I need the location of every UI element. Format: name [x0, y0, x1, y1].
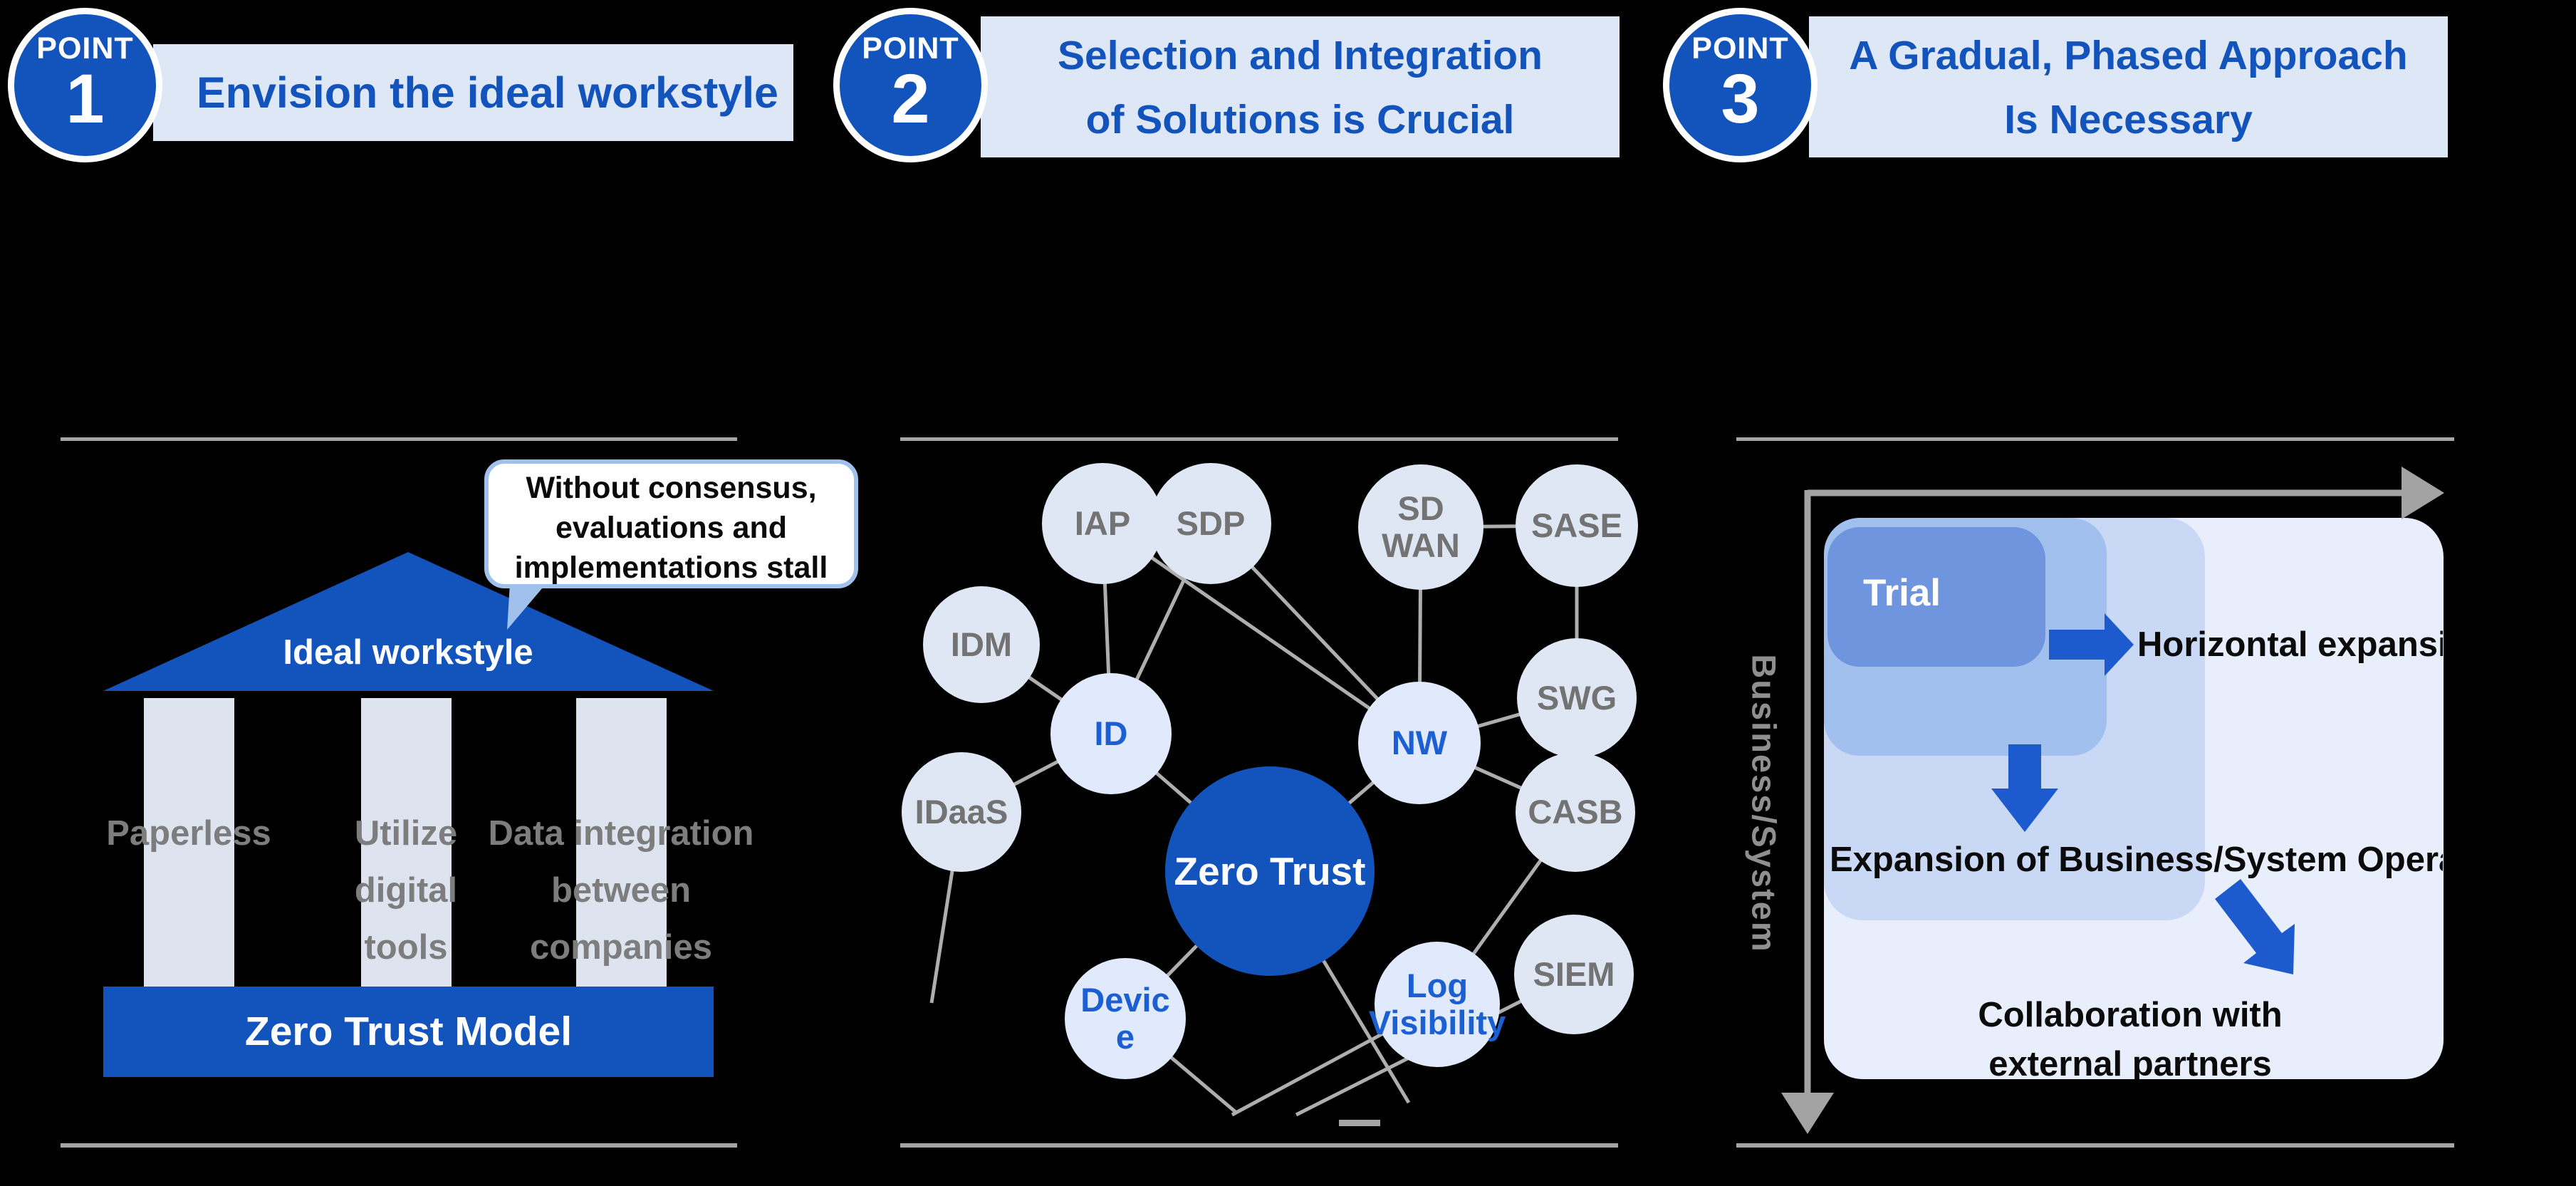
header-title-2-line1: Selection and Integration [1058, 33, 1543, 78]
header-title-1: Envision the ideal workstyle [197, 68, 778, 117]
header-title-2-line2: of Solutions is Crucial [1085, 97, 1515, 142]
network-node-label-iap: IAP [1074, 504, 1131, 542]
header-title-3-line2: Is Necessary [2004, 97, 2253, 142]
point-1-number: 1 [66, 60, 105, 137]
point-3-number: 3 [1721, 60, 1760, 137]
speech-bubble-tail [507, 583, 547, 630]
network-node-casb: CASB [1516, 752, 1635, 872]
base-label: Zero Trust Model [244, 1009, 573, 1054]
network-node-siem: SIEM [1514, 915, 1634, 1034]
pillar-3 [576, 698, 667, 987]
collaboration-label: Collaboration with external partners [1978, 996, 2283, 1081]
diagonal-arrow-icon [2215, 879, 2295, 974]
point-3-badge: POINT 3 [1663, 8, 1818, 162]
panel1-bottom-divider [61, 1143, 737, 1148]
network-node-label-swg: SWG [1536, 679, 1617, 717]
network-node-label-idm: IDM [950, 625, 1013, 663]
pillar-label-1: Paperless [106, 814, 271, 853]
network-node-label-siem: SIEM [1533, 955, 1615, 993]
network-node-label-sdp: SDP [1176, 504, 1246, 542]
network-node-swg: SWG [1517, 638, 1637, 758]
network-node-sdp: SDP [1150, 463, 1271, 584]
down-arrow-icon [1991, 744, 2058, 832]
point-2-badge: POINT 2 [833, 8, 988, 162]
vertical-axis-label: Business/System [1745, 654, 1783, 953]
pillar-label-3: Data integration between companies [488, 814, 754, 967]
right-arrow-icon [2049, 613, 2134, 676]
pillar-label-2: Utilize digital tools [354, 814, 458, 967]
point-2-number: 2 [891, 60, 930, 137]
bottom-connector-dash [1339, 1120, 1380, 1126]
network-node-sd-wan: SD WAN [1358, 464, 1483, 590]
network-node-id: ID [1050, 673, 1172, 794]
consensus-callout-bubble: Without consensus, evaluations and imple… [484, 459, 858, 588]
network-edge [1101, 521, 1421, 745]
roof-label: Ideal workstyle [283, 633, 533, 672]
header-band-2: Selection and Integration of Solutions i… [981, 16, 1620, 157]
network-node-nw: NW [1358, 682, 1481, 804]
trial-label: Trial [1863, 572, 1941, 614]
panel3-bottom-divider [1736, 1143, 2454, 1148]
network-node-label-device: Device [1080, 981, 1170, 1056]
network-node-idaas: IDaaS [902, 752, 1021, 872]
header-title-3-line1: A Gradual, Phased Approach [1849, 33, 2408, 78]
network-node-idm: IDM [923, 586, 1040, 703]
network-node-label-sd-wan: SD WAN [1382, 489, 1460, 564]
vertical-axis-arrow-icon [1781, 1093, 1834, 1134]
point-2-label: POINT [862, 31, 959, 66]
phase-rect-trial [1827, 527, 2045, 667]
network-node-label-log-visibility: Log Visibility [1368, 967, 1506, 1041]
network-node-label-id: ID [1094, 714, 1128, 752]
network-node-label-nw: NW [1391, 724, 1448, 761]
phase-text-layer: Trial Horizontal expansion Expansion of … [1824, 518, 2443, 1081]
point-3-label: POINT [1691, 31, 1789, 66]
horizontal-expansion-label: Horizontal expansion [2137, 625, 2443, 664]
header-band-1: Envision the ideal workstyle [153, 44, 793, 141]
pillar-1 [144, 698, 234, 987]
network-node-sase: SASE [1516, 464, 1638, 587]
bubble-line-1: Without consensus, [526, 471, 817, 505]
business-system-expansion-label: Expansion of Business/System Operations [1830, 841, 2443, 879]
network-node-log-visibility: Log Visibility [1369, 942, 1506, 1067]
network-node-label-zero-trust: Zero Trust [1174, 849, 1366, 893]
pillar-2 [361, 698, 452, 987]
header-band-3: A Gradual, Phased Approach Is Necessary [1809, 16, 2448, 157]
network-node-label-sase: SASE [1531, 506, 1622, 544]
network-node-zero-trust: Zero Trust [1165, 766, 1375, 976]
network-node-iap: IAP [1042, 463, 1163, 584]
horizontal-axis-arrow-icon [2402, 467, 2444, 519]
zero-trust-model-base: Zero Trust Model [103, 987, 714, 1077]
bubble-line-2: evaluations and [556, 511, 787, 545]
point-1-badge: POINT 1 [8, 8, 162, 162]
panel2-bottom-divider [900, 1143, 1618, 1148]
panel1-top-divider [61, 437, 737, 441]
network-node-label-casb: CASB [1528, 793, 1623, 831]
network-node-label-idaas: IDaaS [914, 793, 1008, 831]
network-node-device: Device [1065, 958, 1186, 1079]
temple-roof-triangle [103, 552, 714, 691]
panel3-top-divider [1736, 437, 2454, 441]
bubble-line-3: implementations stall [514, 551, 828, 585]
point-1-label: POINT [36, 31, 134, 66]
panel2-top-divider [900, 437, 1618, 441]
